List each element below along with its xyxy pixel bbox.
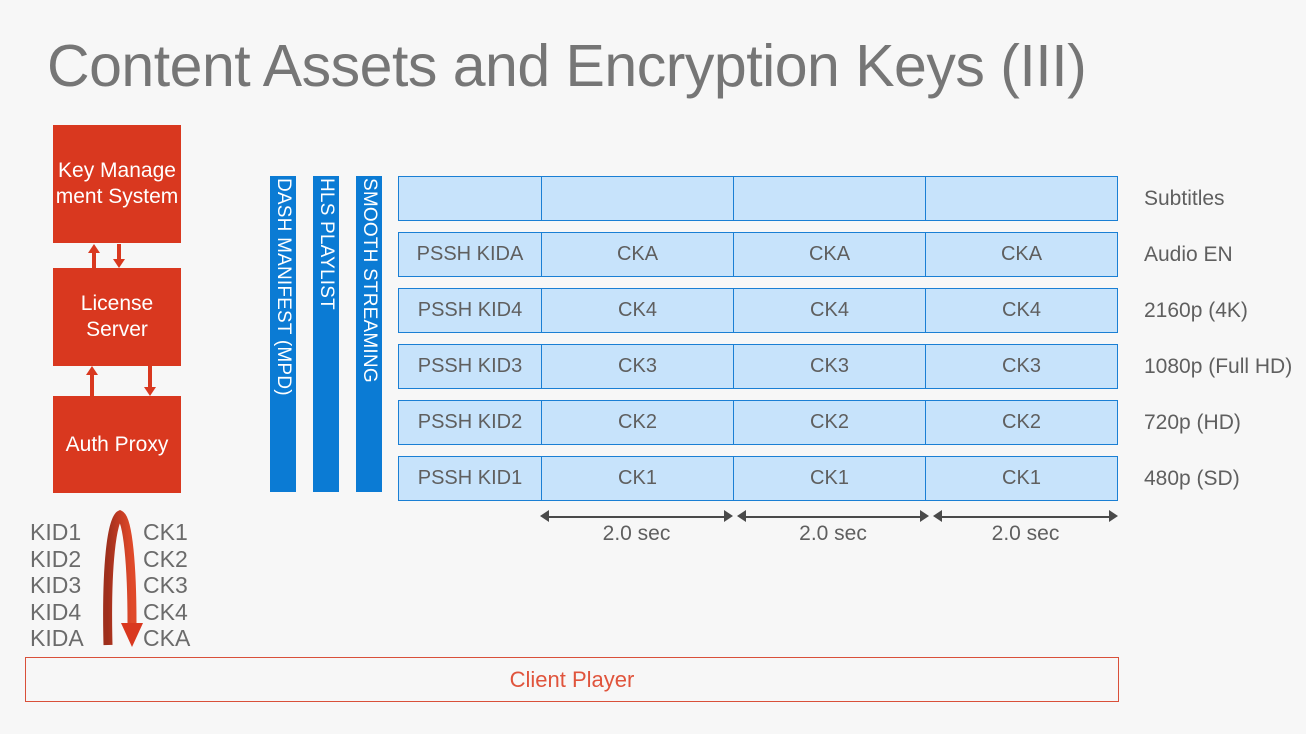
list-item: CK4 bbox=[143, 598, 188, 625]
page-title: Content Assets and Encryption Keys (III) bbox=[47, 33, 1087, 99]
table-row[interactable]: PSSH KID3 CK3 CK3 CK3 bbox=[398, 344, 1118, 389]
list-item: CK2 bbox=[143, 545, 188, 572]
list-item: CKA bbox=[143, 625, 191, 651]
ck-list: CK1 CK2 CK3 CK4 CKA bbox=[143, 519, 190, 652]
pssh-cell: PSSH KIDA bbox=[399, 233, 542, 276]
client-player-label: Client Player bbox=[509, 666, 635, 692]
track-label: 2160p (4K) bbox=[1144, 298, 1248, 322]
segment-cell: CK1 bbox=[734, 457, 926, 500]
track-label-column: Subtitles Audio EN 2160p (4K) 1080p (Ful… bbox=[1144, 176, 1292, 512]
segment-cell: CK3 bbox=[734, 345, 926, 388]
list-item: KID2 bbox=[30, 545, 82, 572]
key-management-system-label: Key Manage ment System bbox=[55, 159, 179, 208]
duration-marker: 2.0 sec bbox=[933, 500, 1118, 545]
smooth-streaming-bar[interactable]: SMOOTH STREAMING bbox=[356, 176, 382, 492]
kid-list: KID1 KID2 KID3 KID4 KIDA bbox=[30, 519, 84, 652]
dash-manifest-label: DASH MANIFEST (MPD) bbox=[273, 178, 294, 396]
auth-proxy-box[interactable]: Auth Proxy bbox=[53, 396, 181, 493]
segment-cell: CK3 bbox=[542, 345, 734, 388]
segment-cell bbox=[734, 177, 926, 220]
segment-cell: CKA bbox=[734, 233, 926, 276]
segment-cell: CK2 bbox=[542, 401, 734, 444]
license-server-label: License Server bbox=[80, 292, 154, 341]
hls-playlist-bar[interactable]: HLS PLAYLIST bbox=[313, 176, 339, 492]
table-row[interactable]: PSSH KIDA CKA CKA CKA bbox=[398, 232, 1118, 277]
table-row[interactable]: PSSH KID2 CK2 CK2 CK2 bbox=[398, 400, 1118, 445]
segment-cell: CK1 bbox=[1002, 467, 1041, 489]
list-item: KID1 bbox=[30, 519, 82, 545]
track-label: 720p (HD) bbox=[1144, 410, 1241, 434]
pssh-cell: PSSH KID2 bbox=[399, 401, 542, 444]
pssh-cell: PSSH KID4 bbox=[399, 289, 542, 332]
segment-cell: CK3 bbox=[1002, 355, 1041, 377]
table-row[interactable]: PSSH KID1 CK1 CK1 CK1 bbox=[398, 456, 1118, 501]
duration-label: 2.0 sec bbox=[799, 522, 867, 545]
key-management-system-box[interactable]: Key Manage ment System bbox=[53, 125, 181, 243]
segment-cell: CK4 bbox=[1002, 299, 1041, 321]
list-item: CK1 bbox=[143, 519, 188, 545]
table-row[interactable] bbox=[398, 176, 1118, 221]
track-label: Subtitles bbox=[1144, 186, 1225, 210]
duration-marker: 2.0 sec bbox=[737, 500, 929, 545]
track-label: 480p (SD) bbox=[1144, 466, 1240, 490]
table-row[interactable]: PSSH KID4 CK4 CK4 CK4 bbox=[398, 288, 1118, 333]
key-mapping-uturn-arrow bbox=[103, 509, 143, 647]
duration-label: 2.0 sec bbox=[991, 522, 1060, 545]
segment-cell bbox=[926, 177, 1117, 220]
segment-cell: CKA bbox=[1000, 243, 1043, 265]
track-label: Audio EN bbox=[1144, 242, 1233, 266]
pssh-cell: PSSH KID3 bbox=[399, 345, 542, 388]
segment-table: PSSH KIDA CKA CKA CKA PSSH KID4 CK4 CK4 … bbox=[398, 176, 1118, 501]
pssh-cell bbox=[399, 177, 542, 220]
segment-cell bbox=[542, 177, 734, 220]
segment-cell: CK2 bbox=[1002, 411, 1041, 433]
list-item: KID3 bbox=[30, 572, 82, 598]
duration-label: 2.0 sec bbox=[602, 522, 671, 545]
segment-cell: CK1 bbox=[542, 457, 734, 500]
client-player-bar[interactable]: Client Player bbox=[25, 657, 1119, 702]
dash-manifest-bar[interactable]: DASH MANIFEST (MPD) bbox=[270, 176, 296, 492]
segment-cell: CKA bbox=[542, 233, 734, 276]
list-item: KID4 bbox=[30, 598, 82, 625]
list-item: CK3 bbox=[143, 572, 188, 598]
segment-cell: CK4 bbox=[734, 289, 926, 332]
segment-cell: CK2 bbox=[734, 401, 926, 444]
smooth-streaming-label: SMOOTH STREAMING bbox=[359, 178, 380, 383]
segment-cell: CK4 bbox=[542, 289, 734, 332]
auth-proxy-label: Auth Proxy bbox=[65, 432, 169, 456]
track-label: 1080p (Full HD) bbox=[1144, 354, 1293, 378]
segment-duration-timeline: 2.0 sec 2.0 sec 2.0 sec bbox=[398, 500, 1118, 560]
license-server-box[interactable]: License Server bbox=[53, 268, 181, 366]
hls-playlist-label: HLS PLAYLIST bbox=[316, 178, 337, 310]
pssh-cell: PSSH KID1 bbox=[399, 457, 542, 500]
list-item: KIDA bbox=[30, 625, 84, 651]
duration-marker: 2.0 sec bbox=[540, 500, 733, 545]
